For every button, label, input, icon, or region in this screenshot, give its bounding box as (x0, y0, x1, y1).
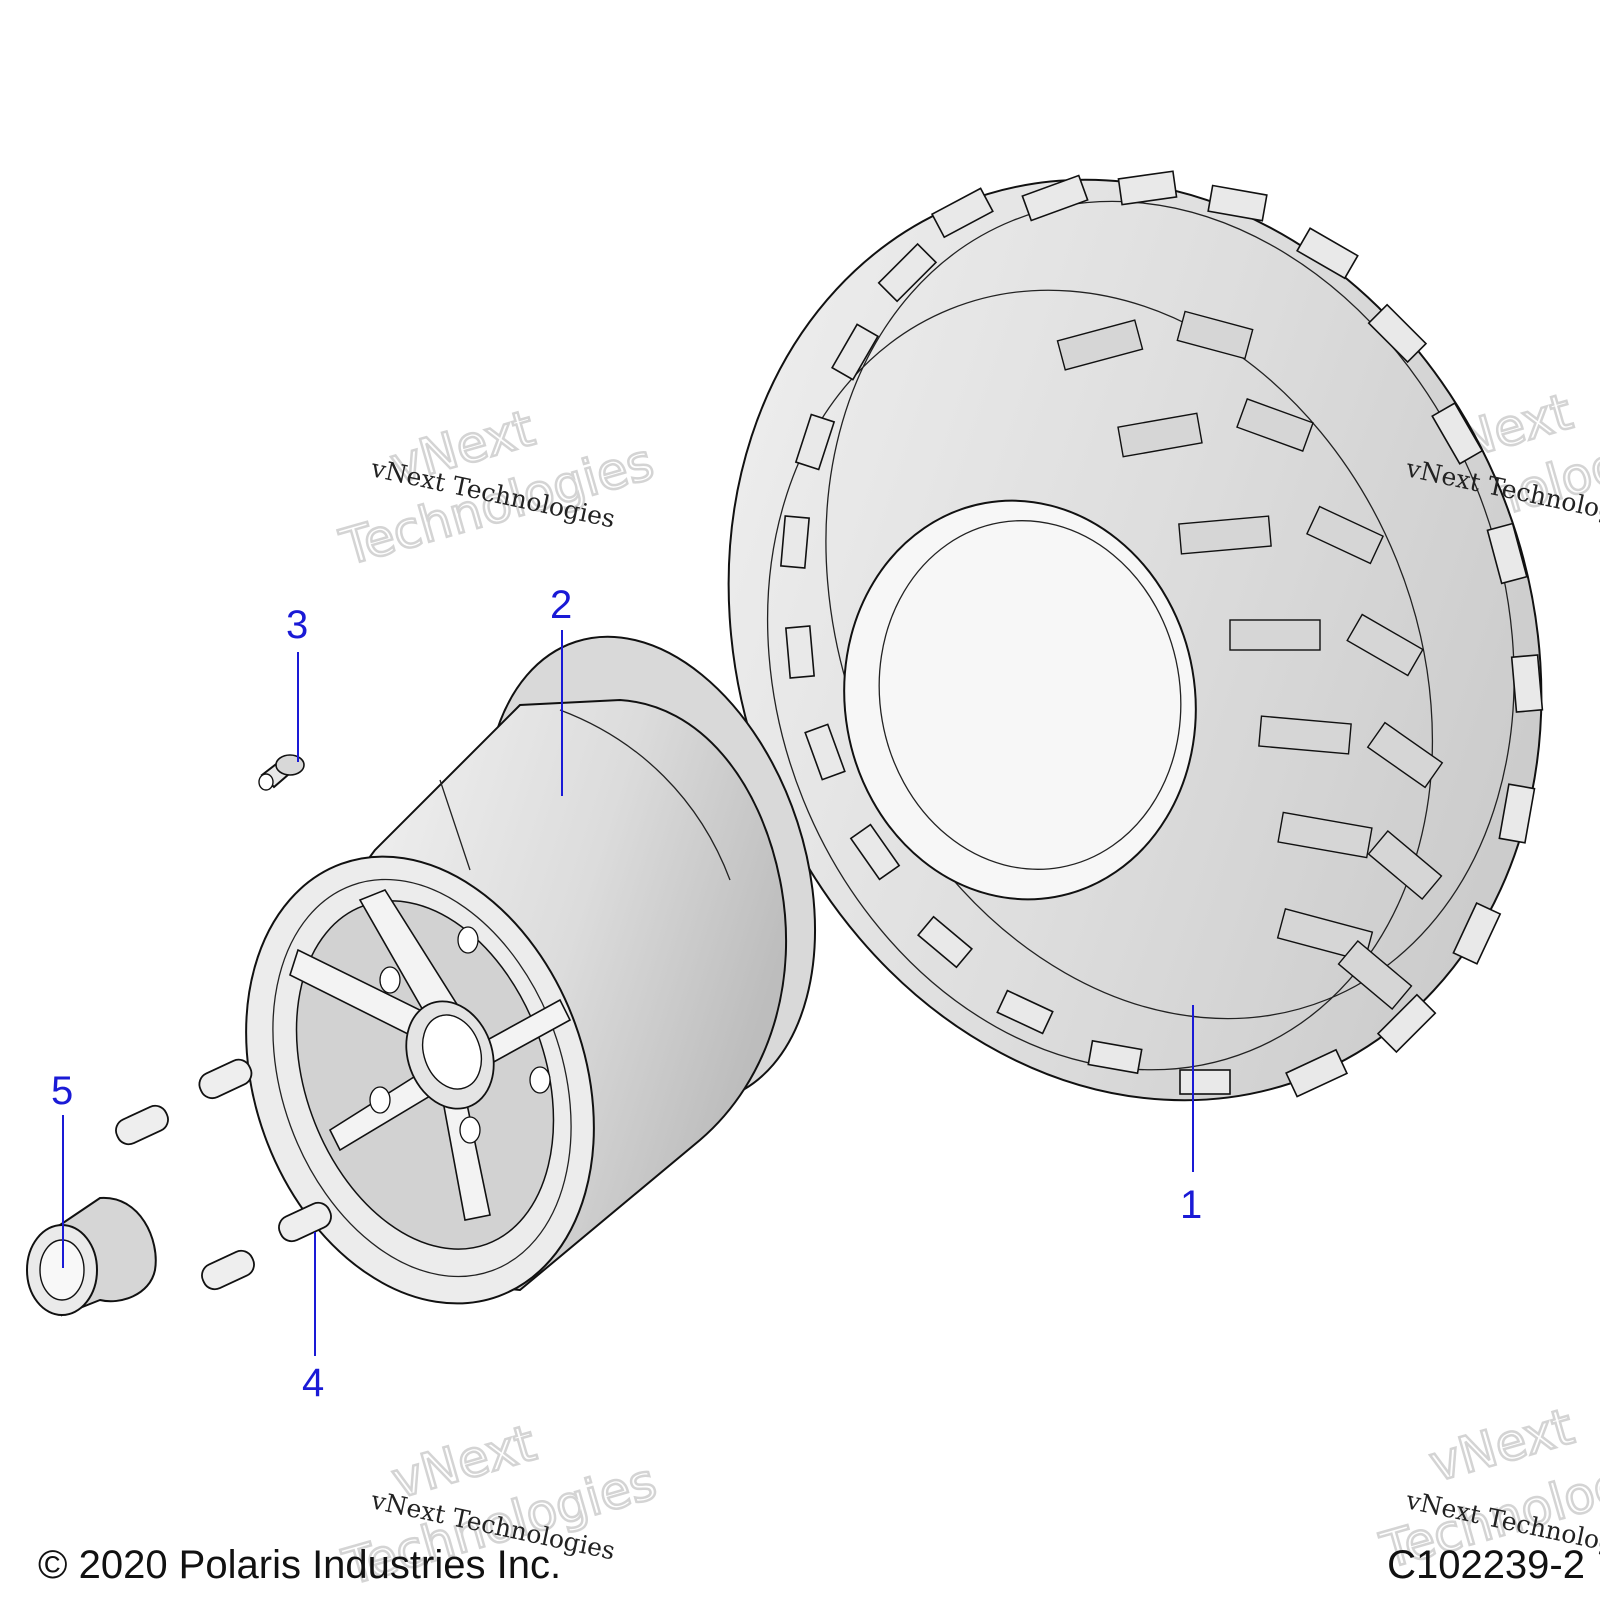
lug-nuts-part-4 (115, 1058, 332, 1291)
callout-label-4: 4 (302, 1361, 324, 1405)
lug-nut (115, 1104, 169, 1146)
drawing-id: C102239-2 (1387, 1543, 1585, 1587)
callout-5: 5 (51, 1069, 73, 1268)
copyright-text: © 2020 Polaris Industries Inc. (38, 1543, 561, 1587)
callout-label-2: 2 (550, 583, 572, 627)
callout-label-5: 5 (51, 1069, 73, 1113)
tire-part-1 (727, 170, 1544, 1102)
tread-lugs (780, 170, 1544, 1098)
callout-label-1: 1 (1180, 1183, 1202, 1227)
tread-face-blocks (1056, 310, 1444, 1010)
wheel-rim-part-2 (245, 635, 817, 1305)
lug-nut (278, 1201, 332, 1243)
center-cap-part-5 (26, 1196, 157, 1317)
lug-nut (198, 1058, 253, 1100)
callout-2: 2 (550, 583, 572, 796)
callout-1: 1 (1180, 1005, 1202, 1227)
callout-3: 3 (286, 603, 308, 762)
watermark-top-left: vNext Technologies (333, 398, 661, 579)
callout-label-3: 3 (286, 603, 308, 647)
callout-4: 4 (302, 1232, 324, 1405)
lug-nut (201, 1249, 255, 1291)
